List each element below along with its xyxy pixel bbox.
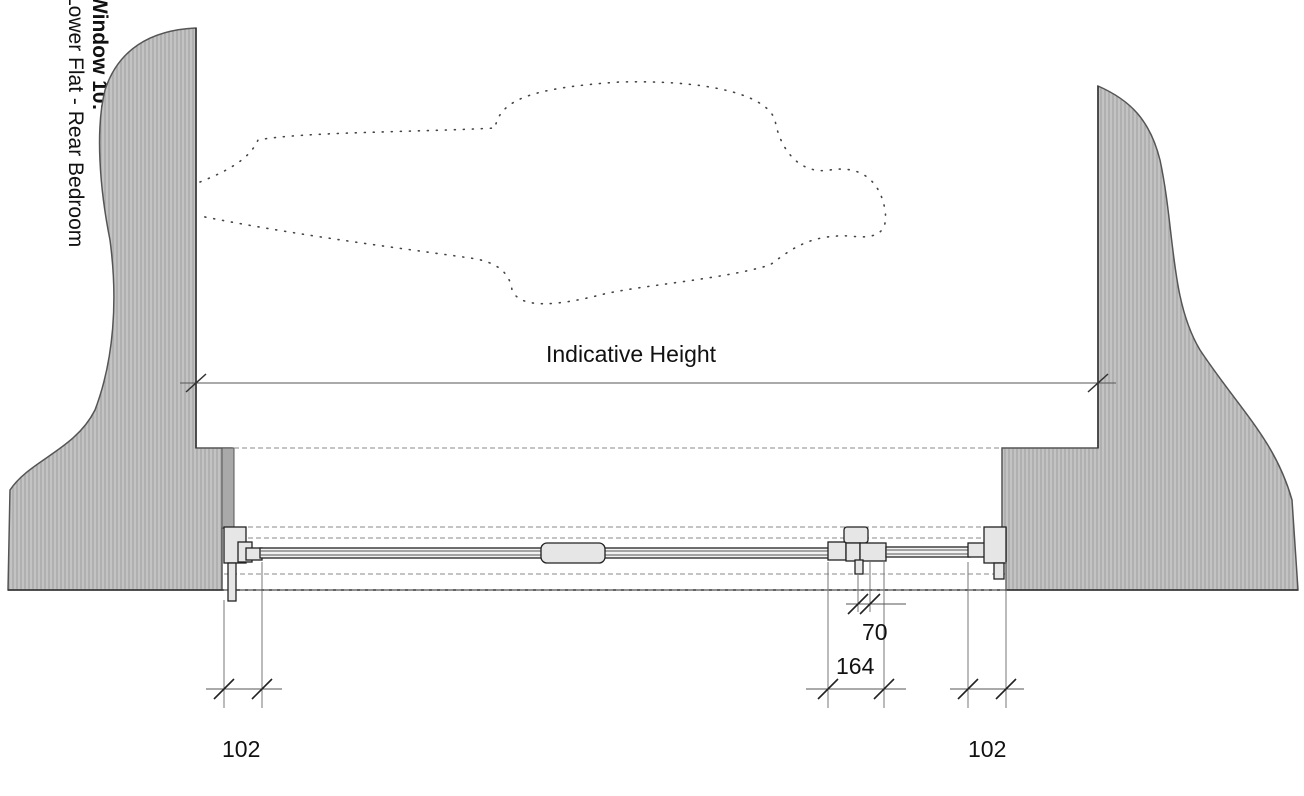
right-wall	[1001, 84, 1299, 591]
window-interlock	[827, 526, 887, 575]
window-frame-right	[967, 526, 1007, 580]
bed-outline	[199, 80, 887, 305]
sliding-panel-left	[259, 542, 831, 564]
dimension-left-frame: 102	[222, 736, 260, 762]
dimension-interlock: 164	[836, 653, 875, 679]
fixed-panel-right	[885, 546, 971, 558]
dimension-right-frame: 102	[968, 736, 1006, 762]
indicative-height-label: Indicative Height	[546, 341, 717, 367]
dimension-mullion: 70	[862, 619, 888, 645]
left-wall	[7, 27, 233, 591]
left-wall-reveal	[221, 447, 235, 529]
window-frame-left	[223, 526, 263, 602]
